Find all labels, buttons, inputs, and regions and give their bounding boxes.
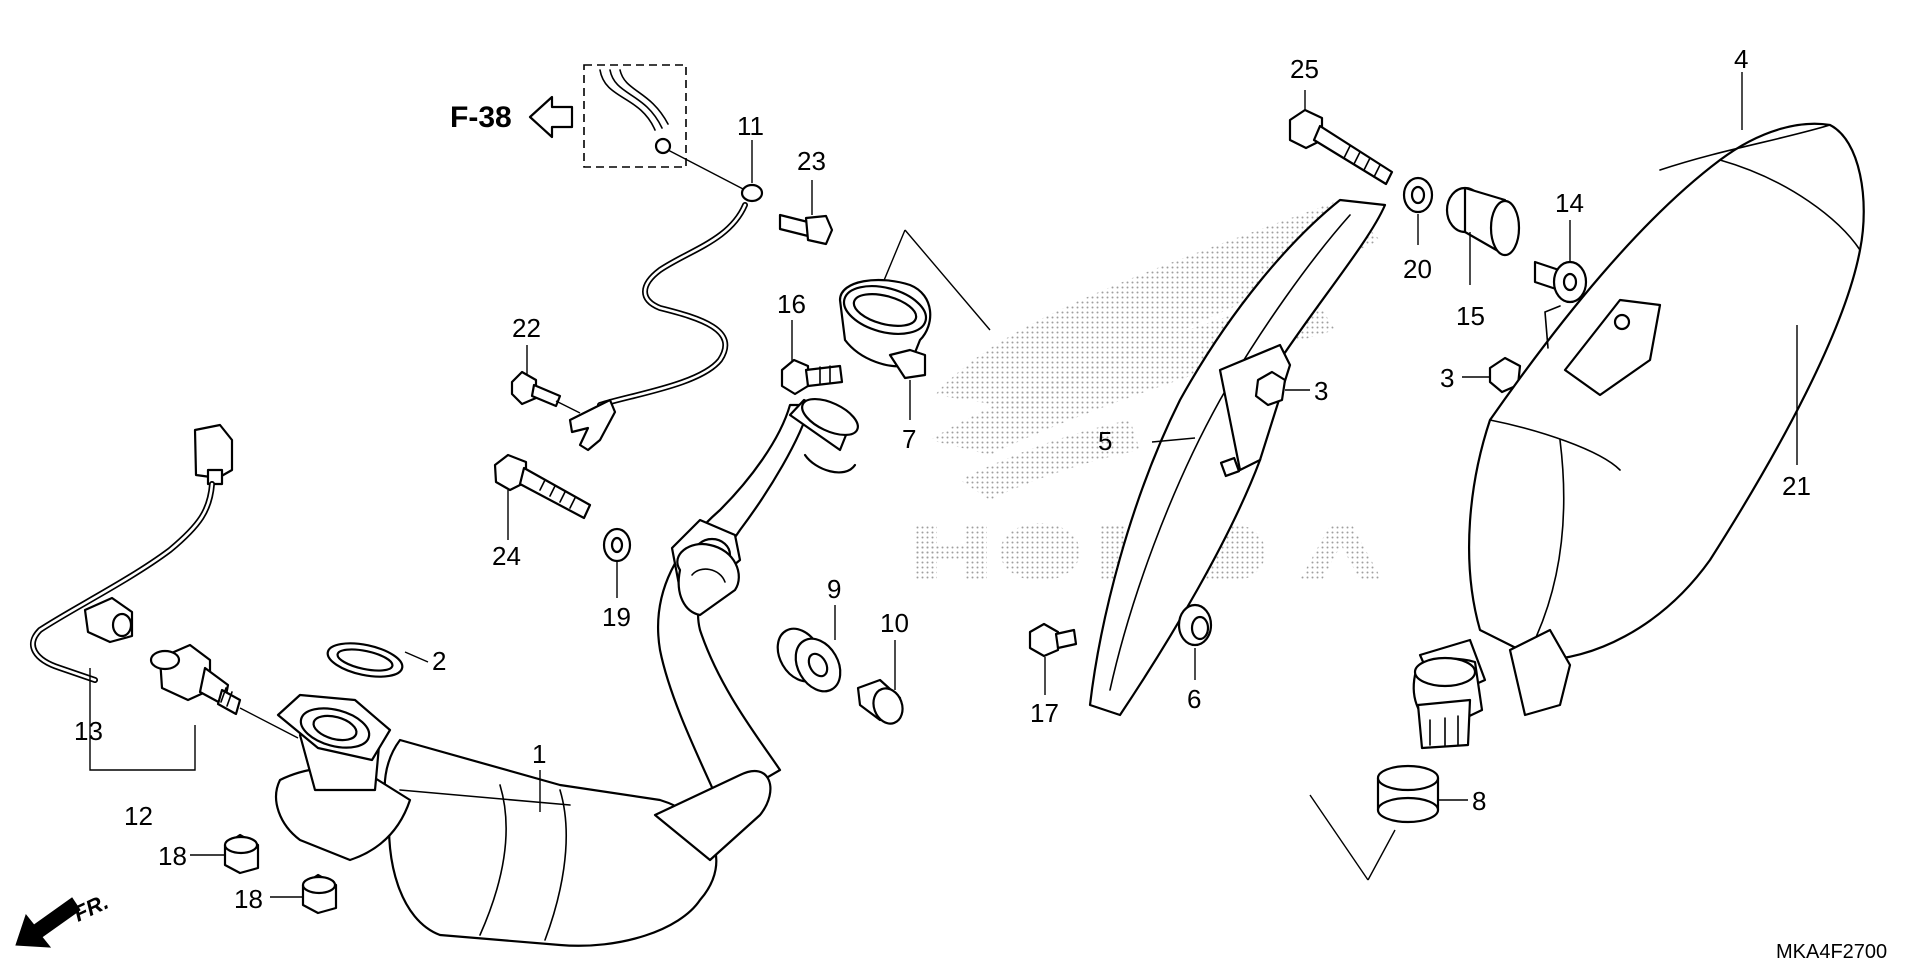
bolt-22	[510, 370, 581, 414]
callout-14: 14	[1555, 188, 1584, 218]
callout-25: 25	[1290, 54, 1319, 84]
callout-9: 9	[827, 574, 841, 604]
callout-19: 19	[602, 602, 631, 632]
front-label: FR.	[70, 889, 113, 927]
ground-wire	[568, 149, 764, 452]
bolt-23	[778, 213, 834, 246]
leader-lines	[89, 72, 1798, 898]
callout-16: 16	[777, 289, 806, 319]
callout-6: 6	[1187, 684, 1201, 714]
callout-2: 2	[432, 646, 446, 676]
callout-21: 21	[1782, 471, 1811, 501]
front-direction: FR.	[15, 889, 113, 948]
callout-18b: 18	[234, 884, 263, 914]
callout-15: 15	[1456, 301, 1485, 331]
clamp-7	[838, 229, 991, 380]
bolt-14	[1533, 260, 1588, 304]
collar-10	[856, 678, 904, 725]
sensor-wire-13	[29, 423, 234, 683]
arrow-left-outline-icon	[528, 95, 574, 139]
bolt-16	[780, 358, 844, 396]
callout-13: 13	[74, 716, 103, 746]
callout-5: 5	[1098, 426, 1112, 456]
nut-18a	[223, 833, 260, 875]
callout-18a: 18	[158, 841, 187, 871]
pipe-clamp	[676, 542, 740, 617]
gasket-8	[1309, 764, 1440, 881]
callout-22: 22	[512, 313, 541, 343]
bolt-24	[493, 453, 592, 520]
callout-8: 8	[1472, 786, 1486, 816]
callout-7: 7	[902, 424, 916, 454]
bolt-25	[1288, 108, 1394, 186]
reference-f38: F-38	[450, 64, 687, 168]
washer-19	[602, 527, 632, 563]
grommet-6	[1177, 603, 1213, 647]
reference-label: F-38	[450, 101, 512, 134]
callout-10: 10	[880, 608, 909, 638]
callout-4: 4	[1734, 44, 1748, 74]
washer-20	[1402, 176, 1434, 214]
bolt-17	[1028, 622, 1078, 658]
diagram-code: MKA4F2700	[1776, 941, 1887, 960]
callout-23: 23	[797, 146, 826, 176]
nut-3a	[1254, 370, 1287, 407]
callout-3b: 3	[1440, 363, 1454, 393]
gasket-2	[326, 642, 404, 678]
callout-labels: 1 2 3 3 4 5 6 7 8 9 10 11 12 13 14 15 16…	[74, 44, 1811, 914]
callout-17: 17	[1030, 698, 1059, 728]
callout-3a: 3	[1314, 376, 1328, 406]
collar-15	[1445, 186, 1521, 257]
grommet-9	[776, 627, 842, 693]
arrow-down-left-icon	[15, 897, 81, 948]
callout-20: 20	[1403, 254, 1432, 284]
oxygen-sensor	[149, 643, 299, 739]
callout-1: 1	[532, 739, 546, 769]
callout-11: 11	[737, 111, 764, 141]
callout-12: 12	[124, 801, 153, 831]
muffler-4	[1412, 122, 1865, 750]
callout-24: 24	[492, 541, 521, 571]
nut-18b	[301, 873, 338, 915]
